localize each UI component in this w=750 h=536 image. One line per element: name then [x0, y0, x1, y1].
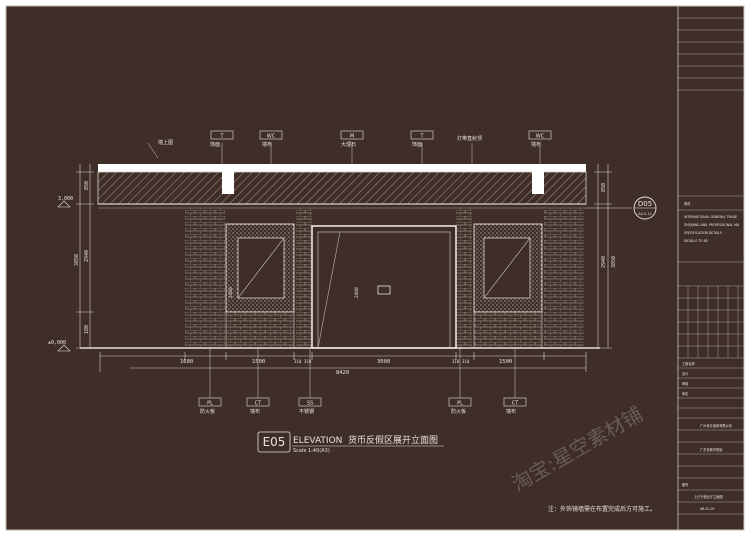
dim-bottom-3000: 3000 — [377, 359, 390, 365]
side-note-2: ZHEJIANG ANIL PROFESSIONAL MA — [684, 223, 740, 227]
top-tag-6-note: 灯带直射顶 — [457, 135, 482, 142]
top-tag-2-box — [210, 130, 234, 140]
construction-note: 注：外饰镜墙需在布置完成后方可施工。 — [548, 505, 656, 513]
title-block-frame — [677, 5, 745, 531]
dim-right-3850: 3850 — [611, 256, 617, 268]
top-tag-5-code: T — [419, 134, 424, 140]
top-tag-5-box — [410, 130, 434, 140]
section-ref-sheet: A4-5-12 — [638, 212, 652, 216]
bottom-tag-4-box — [448, 397, 472, 407]
drawing-border — [5, 5, 745, 531]
level-mark-ceiling: 3,000 — [58, 196, 73, 202]
side-note-3: SPECIFICATION DETAILS — [684, 231, 722, 235]
side-note-4: DETAILS TO BE — [684, 239, 708, 243]
top-tag-leaders — [147, 142, 541, 164]
level-mark-floor: ±0,000 — [48, 340, 66, 346]
drawing-name: 上行行营业厅立面图 — [694, 494, 723, 499]
elevation-title-cn: 货币反假区展开立面图 — [348, 434, 438, 446]
display-cabinet-left — [225, 223, 295, 349]
dim-left-180: 180 — [84, 325, 90, 334]
dim-chain-bottom — [99, 352, 587, 372]
top-tag-4-box — [340, 130, 364, 140]
top-tag-3-note: 墙布 — [262, 141, 272, 148]
dim-inner-center: 2460 — [354, 287, 360, 298]
bottom-tag-5-box — [503, 397, 527, 407]
drawing-number: AB-EL-05 — [700, 507, 714, 511]
checker-label: 审核 — [682, 381, 689, 386]
drawing-no-label: 图号 — [682, 482, 688, 487]
top-tag-4-note: 大理石 — [341, 141, 356, 148]
top-tag-3-box — [259, 130, 283, 140]
top-tag-7-note: 墙布 — [531, 141, 541, 148]
bottom-tag-3-note: 不锈钢 — [299, 408, 314, 415]
bottom-tag-2-box — [246, 397, 270, 407]
top-tag-3-code: WC — [267, 134, 276, 140]
dim-bottom-1680: 1680 — [180, 359, 193, 365]
dim-chain-left — [76, 164, 94, 349]
dim-chain-right — [594, 164, 612, 349]
top-tag-1-note: 墙上图 — [158, 139, 173, 146]
dim-right-2940: 2940 — [601, 256, 607, 268]
brick-walls — [185, 208, 584, 348]
client-name: 广东省城市规划 — [700, 447, 722, 452]
side-note-1: INTERNATIONAL GENERAL TRADE — [684, 215, 737, 219]
dim-bottom-310-c: 310 — [452, 359, 460, 364]
dim-bottom-310-d: 310 — [462, 359, 470, 364]
bottom-tags: PL 防火板 CT 墙布 SS 不锈钢 PL 防火板 CT 墙布 — [198, 397, 527, 415]
bottom-tag-1-box — [198, 397, 222, 407]
title-block-grid — [678, 17, 744, 515]
elevation-code-box — [257, 431, 291, 453]
bottom-tag-5-note: 墙布 — [506, 408, 516, 415]
dim-bottom-1500-right: 1500 — [499, 359, 512, 365]
revision-label: 修改 — [684, 201, 691, 206]
level-marks: 3,000 ±0,000 — [48, 196, 73, 352]
top-tags: 墙上图 T 饰面 WC 墙布 M 大理石 T 饰面 灯带直射顶 WC 墙布 — [158, 130, 552, 148]
bottom-tag-2-note: 墙布 — [250, 408, 260, 415]
dims-left-texts: 850 3850 2940 180 — [74, 181, 90, 334]
top-tag-2-note: 饰面 — [210, 141, 220, 148]
top-tag-7-code: WC — [536, 134, 545, 140]
dim-bottom-1500-left: 1500 — [252, 359, 265, 365]
bottom-tag-3-box — [298, 397, 322, 407]
top-tag-2-code: T — [219, 134, 224, 140]
bottom-tag-4-code: PL — [457, 401, 463, 407]
bottom-tag-1-code: PL — [207, 401, 213, 407]
approver-label: 审定 — [682, 391, 689, 396]
project-name-label: 工程名称 — [682, 361, 696, 366]
bottom-tag-leaders — [209, 348, 516, 398]
dim-bottom-310-a: 310 — [294, 359, 302, 364]
dims-bottom-texts: 1680 1500 310 310 3000 310 310 1500 8420 — [180, 359, 512, 376]
top-tag-4-code: M — [350, 134, 354, 140]
dim-inner-left: 2460 — [228, 287, 234, 298]
dim-left-2940: 2940 — [84, 250, 90, 262]
dim-bottom-total: 8420 — [336, 370, 349, 376]
dim-left-850: 850 — [84, 181, 90, 190]
dim-bottom-310-b: 310 — [304, 359, 312, 364]
elevation-title-en: ELEVATION — [293, 436, 342, 446]
dim-right-850: 850 — [601, 183, 607, 192]
company-name: 广州设计装饰有限公司 — [700, 423, 732, 428]
display-cabinet-right — [473, 223, 543, 349]
inner-dims: 2460 2460 — [228, 287, 360, 298]
ceiling-slab — [97, 164, 587, 209]
bottom-tag-3-code: SS — [307, 401, 313, 407]
section-reference: D05 A4-5-12 — [586, 196, 657, 220]
section-ref-code: D05 — [638, 200, 652, 208]
bottom-tag-2-code: CT — [255, 401, 262, 407]
designer-label: 设计 — [682, 371, 689, 376]
elevation-code: E05 — [263, 435, 286, 449]
bottom-tag-4-note: 防火板 — [451, 408, 466, 415]
bottom-tag-1-note: 防火板 — [200, 408, 215, 415]
elevation-title-block: E05 ELEVATION 货币反假区展开立面图 Scale 1:40(A3) — [257, 431, 444, 454]
title-block-texts: 修改 INTERNATIONAL GENERAL TRADE ZHEJIANG … — [682, 201, 740, 511]
dims-right-texts: 850 3850 2940 — [601, 183, 617, 268]
top-tag-7-box — [528, 130, 552, 140]
bottom-tag-5-code: CT — [512, 401, 519, 407]
top-tag-5-note: 饰面 — [412, 141, 422, 148]
dim-left-3850: 3850 — [74, 254, 80, 266]
elevation-scale: Scale 1:40(A3) — [293, 448, 330, 454]
